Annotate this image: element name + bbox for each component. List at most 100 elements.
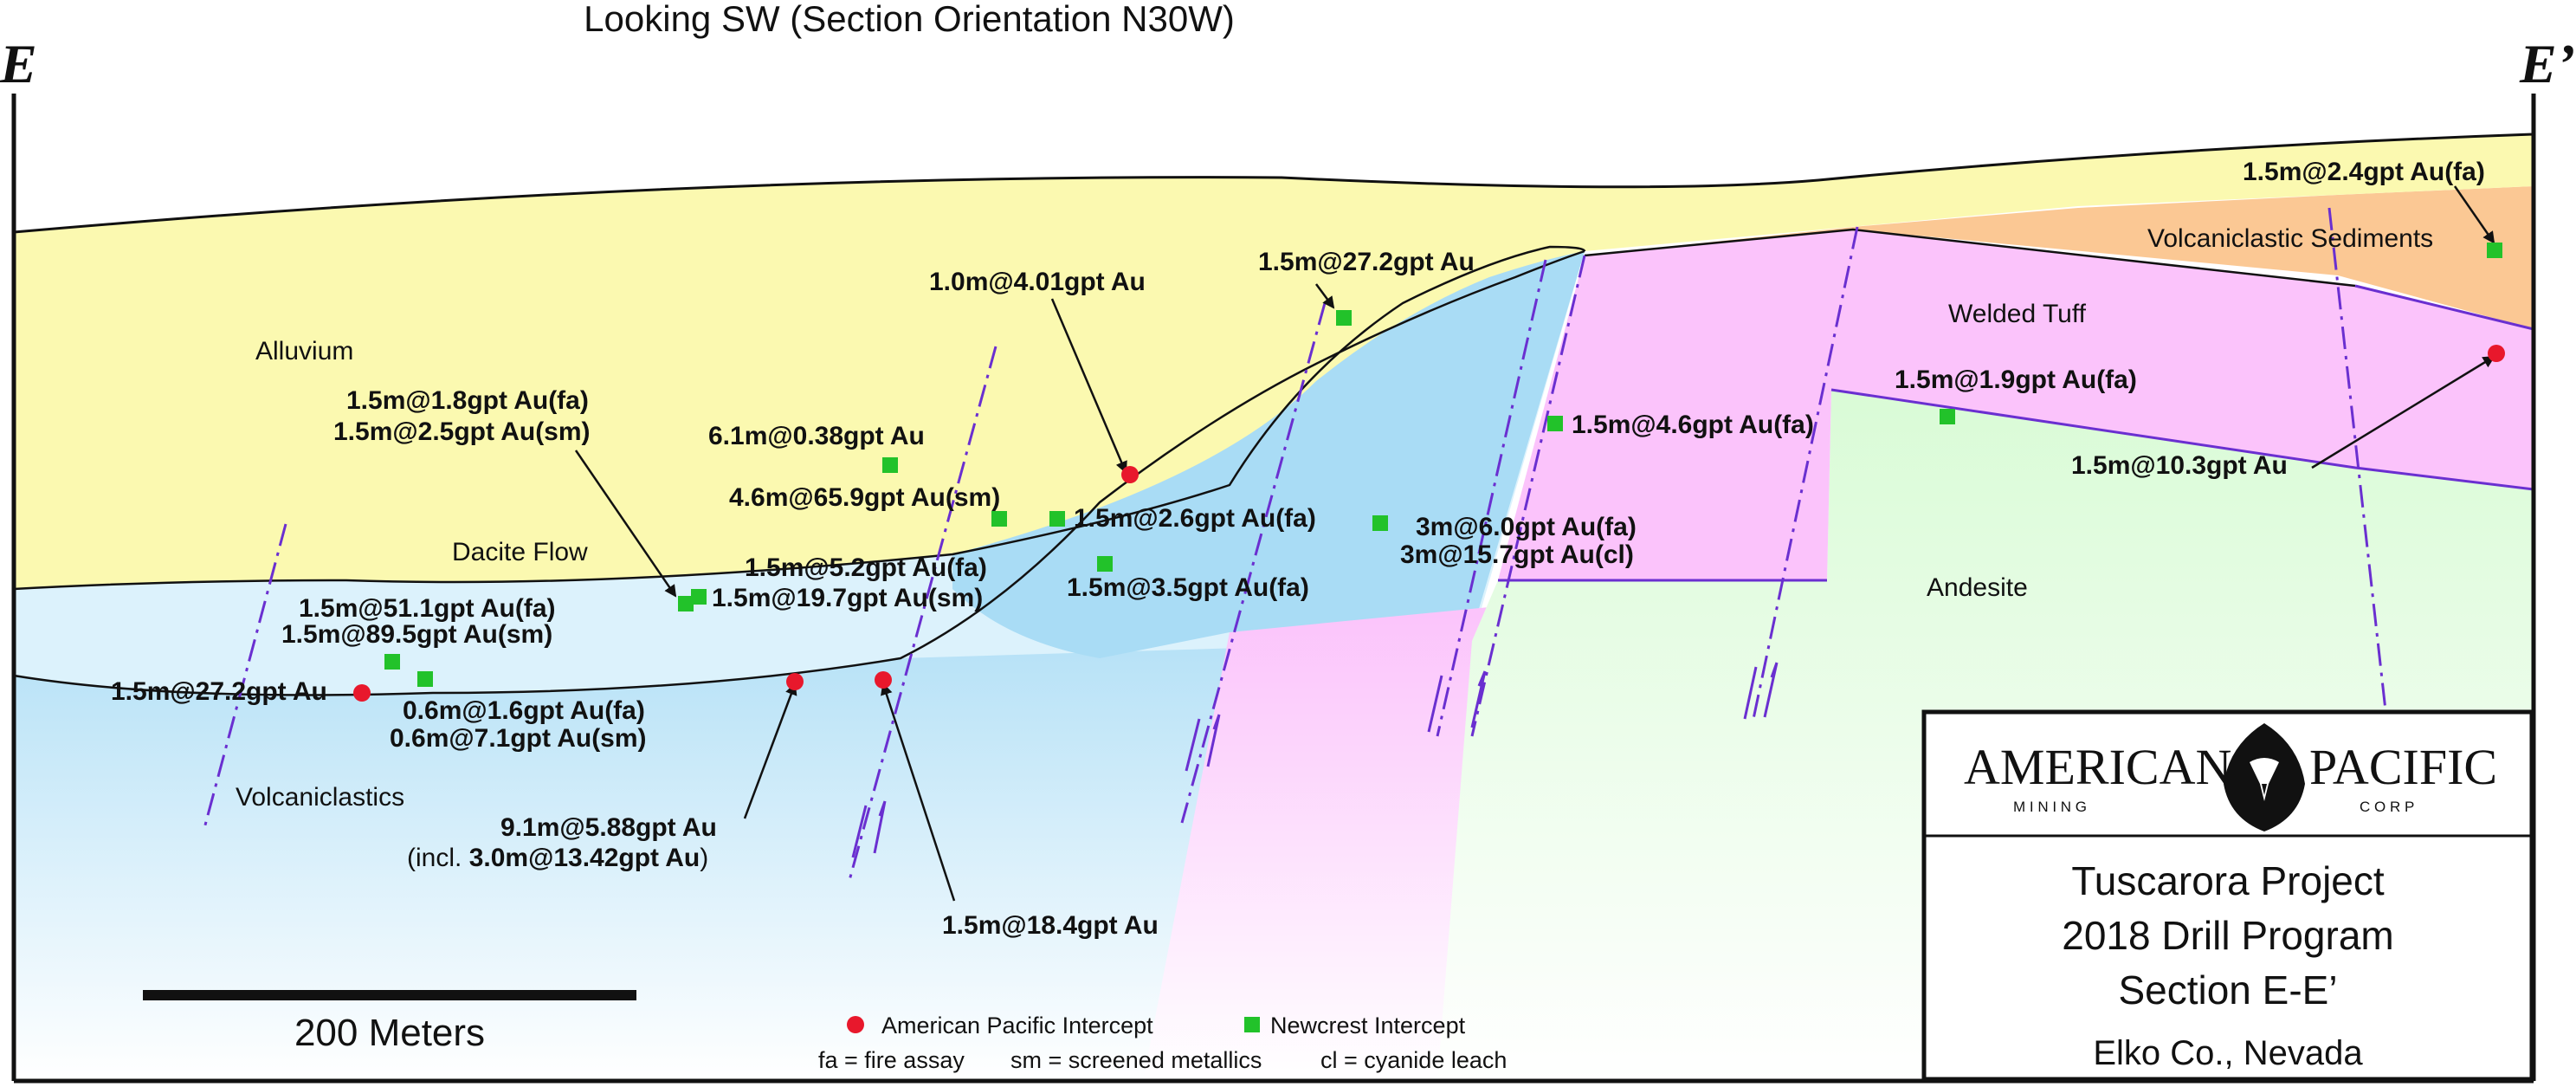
leader-i3 — [1050, 298, 1127, 474]
intercept-incl-prefix: (incl. — [407, 844, 469, 872]
faults — [202, 207, 2387, 884]
newcrest-markers — [384, 243, 2502, 687]
fault-4 — [1436, 259, 1547, 737]
american-pacific-marker — [1121, 466, 1139, 483]
leader-i2 — [1314, 283, 1335, 309]
fault-motion-arrow-2 — [1185, 714, 1221, 772]
scale-bar — [143, 990, 636, 1000]
intercept-label: 1.0m@4.01gpt Au — [929, 268, 1146, 296]
intercept-label: 1.5m@89.5gpt Au(sm) — [281, 620, 552, 649]
intercept-label: 1.5m@2.6gpt Au(fa) — [1074, 504, 1316, 533]
intercept-label: 3m@15.7gpt Au(cl) — [1400, 540, 1634, 569]
intercept-label: 4.6m@65.9gpt Au(sm) — [729, 483, 1000, 512]
title-line-3: Section E-E’ — [2118, 967, 2337, 1013]
intercept-label: 0.6m@1.6gpt Au(fa) — [403, 696, 645, 725]
newcrest-marker — [1336, 310, 1352, 326]
dacite-base-line — [13, 249, 1585, 696]
american-pacific-marker — [786, 673, 804, 690]
legend-abbrev-fa: fa = fire assay — [818, 1047, 965, 1073]
alluvium-base-line — [13, 245, 1586, 591]
fault-3 — [1180, 302, 1327, 824]
intercept-label: 3m@6.0gpt Au(fa) — [1416, 513, 1637, 541]
intercept-label: 1.5m@10.3gpt Au — [2071, 451, 2288, 480]
american-pacific-marker — [875, 671, 892, 689]
label-volcaniclastics: Volcaniclastics — [236, 783, 404, 812]
intercept-label: 1.5m@18.4gpt Au — [942, 911, 1159, 940]
newcrest-marker — [691, 589, 707, 605]
intercept-incl-value: 3.0m@13.42gpt Au — [469, 844, 700, 872]
intercept-label: 1.5m@5.2gpt Au(fa) — [745, 553, 987, 582]
legend-newcrest-marker — [1244, 1017, 1260, 1032]
intercept-label-incl: (incl. 3.0m@13.42gpt Au) — [407, 844, 708, 872]
sediment-base-line — [1584, 228, 2356, 288]
label-alluvium: Alluvium — [255, 337, 353, 366]
newcrest-marker — [991, 511, 1007, 527]
fault-1 — [202, 523, 287, 832]
marker-e: E — [0, 33, 37, 94]
intercept-label: 1.5m@19.7gpt Au(sm) — [712, 584, 983, 612]
logo-sub-left: M I N I N G — [2013, 799, 2087, 815]
intercept-label: 1.5m@1.9gpt Au(fa) — [1895, 366, 2137, 394]
intercept-label: 1.5m@1.8gpt Au(fa) — [346, 386, 589, 415]
newcrest-marker — [384, 654, 400, 670]
leader-i19 — [881, 683, 956, 902]
eagle-logo-icon — [2224, 723, 2305, 831]
legend-american-label: American Pacific Intercept — [881, 1013, 1153, 1038]
intercept-label: 6.1m@0.38gpt Au — [708, 422, 925, 450]
newcrest-marker — [1547, 416, 1563, 431]
fault-motion-arrow-4 — [1743, 662, 1779, 720]
leader-i18 — [743, 683, 797, 819]
legend-abbrev-cl: cl = cyanide leach — [1320, 1047, 1507, 1073]
unit-alluvium-area — [14, 134, 2534, 589]
fault-motion-arrow-3 — [1427, 670, 1487, 733]
title-block: AMERICAN PACIFIC M I N I N G C O R P Tus… — [1921, 709, 2534, 1082]
intercept-label: 1.5m@27.2gpt Au — [111, 677, 327, 706]
newcrest-marker — [1940, 409, 1955, 424]
section-title: Looking SW (Section Orientation N30W) — [584, 0, 1235, 39]
logo-text-left: AMERICAN — [1964, 739, 2231, 795]
tuff-boundary-line — [2354, 284, 2534, 331]
american-pacific-marker — [2488, 345, 2505, 362]
leader-i10 — [2311, 355, 2495, 469]
intercept-label: 1.5m@2.5gpt Au(sm) — [333, 417, 591, 446]
fault-6 — [1752, 226, 1859, 720]
fault-2 — [847, 346, 997, 884]
intercept-label: 0.6m@7.1gpt Au(sm) — [390, 724, 647, 753]
leader-i1 — [2453, 185, 2495, 244]
intercept-label: 1.5m@4.6gpt Au(fa) — [1572, 411, 1814, 439]
legend-american-marker — [847, 1016, 864, 1033]
title-line-2: 2018 Drill Program — [2062, 913, 2393, 958]
newcrest-marker — [1049, 511, 1065, 527]
logo-text-right: PACIFIC — [2309, 739, 2497, 795]
intercept-label: 1.5m@27.2gpt Au — [1258, 248, 1475, 276]
newcrest-marker — [678, 596, 694, 611]
legend-newcrest-label: Newcrest Intercept — [1270, 1013, 1466, 1038]
topography-line — [13, 133, 2534, 234]
newcrest-marker — [1372, 515, 1388, 531]
title-line-1: Tuscarora Project — [2071, 858, 2385, 903]
leader-arrows — [574, 185, 2495, 902]
unit-volc-sediments-area — [1585, 186, 2534, 329]
unit-pink-lower — [1143, 606, 1498, 1081]
marker-e-prime: E’ — [2519, 33, 2575, 94]
label-andesite: Andesite — [1927, 573, 2028, 602]
legend-abbrev-sm: sm = screened metallics — [1010, 1047, 1262, 1073]
scale-label: 200 Meters — [294, 1012, 485, 1054]
newcrest-marker — [882, 457, 898, 473]
intercept-label: 9.1m@5.88gpt Au — [500, 813, 717, 842]
american-pacific-marker — [353, 684, 371, 702]
newcrest-marker — [417, 671, 433, 687]
american-pacific-markers — [353, 345, 2505, 702]
logo-sub-right: C O R P — [2360, 799, 2414, 815]
fault-motion-arrow-1 — [851, 800, 887, 858]
newcrest-marker — [1097, 556, 1113, 572]
fault-7 — [2327, 207, 2387, 711]
label-volc-sediments: Volcaniclastic Sediments — [2147, 224, 2433, 253]
intercept-label: 1.5m@3.5gpt Au(fa) — [1067, 573, 1309, 602]
fault-5 — [1470, 255, 1586, 737]
title-line-4: Elko Co., Nevada — [2093, 1034, 2363, 1072]
intercept-incl-suffix: ) — [700, 844, 708, 872]
label-dacite-flow: Dacite Flow — [452, 538, 588, 566]
intercept-label: 1.5m@2.4gpt Au(fa) — [2243, 158, 2485, 186]
